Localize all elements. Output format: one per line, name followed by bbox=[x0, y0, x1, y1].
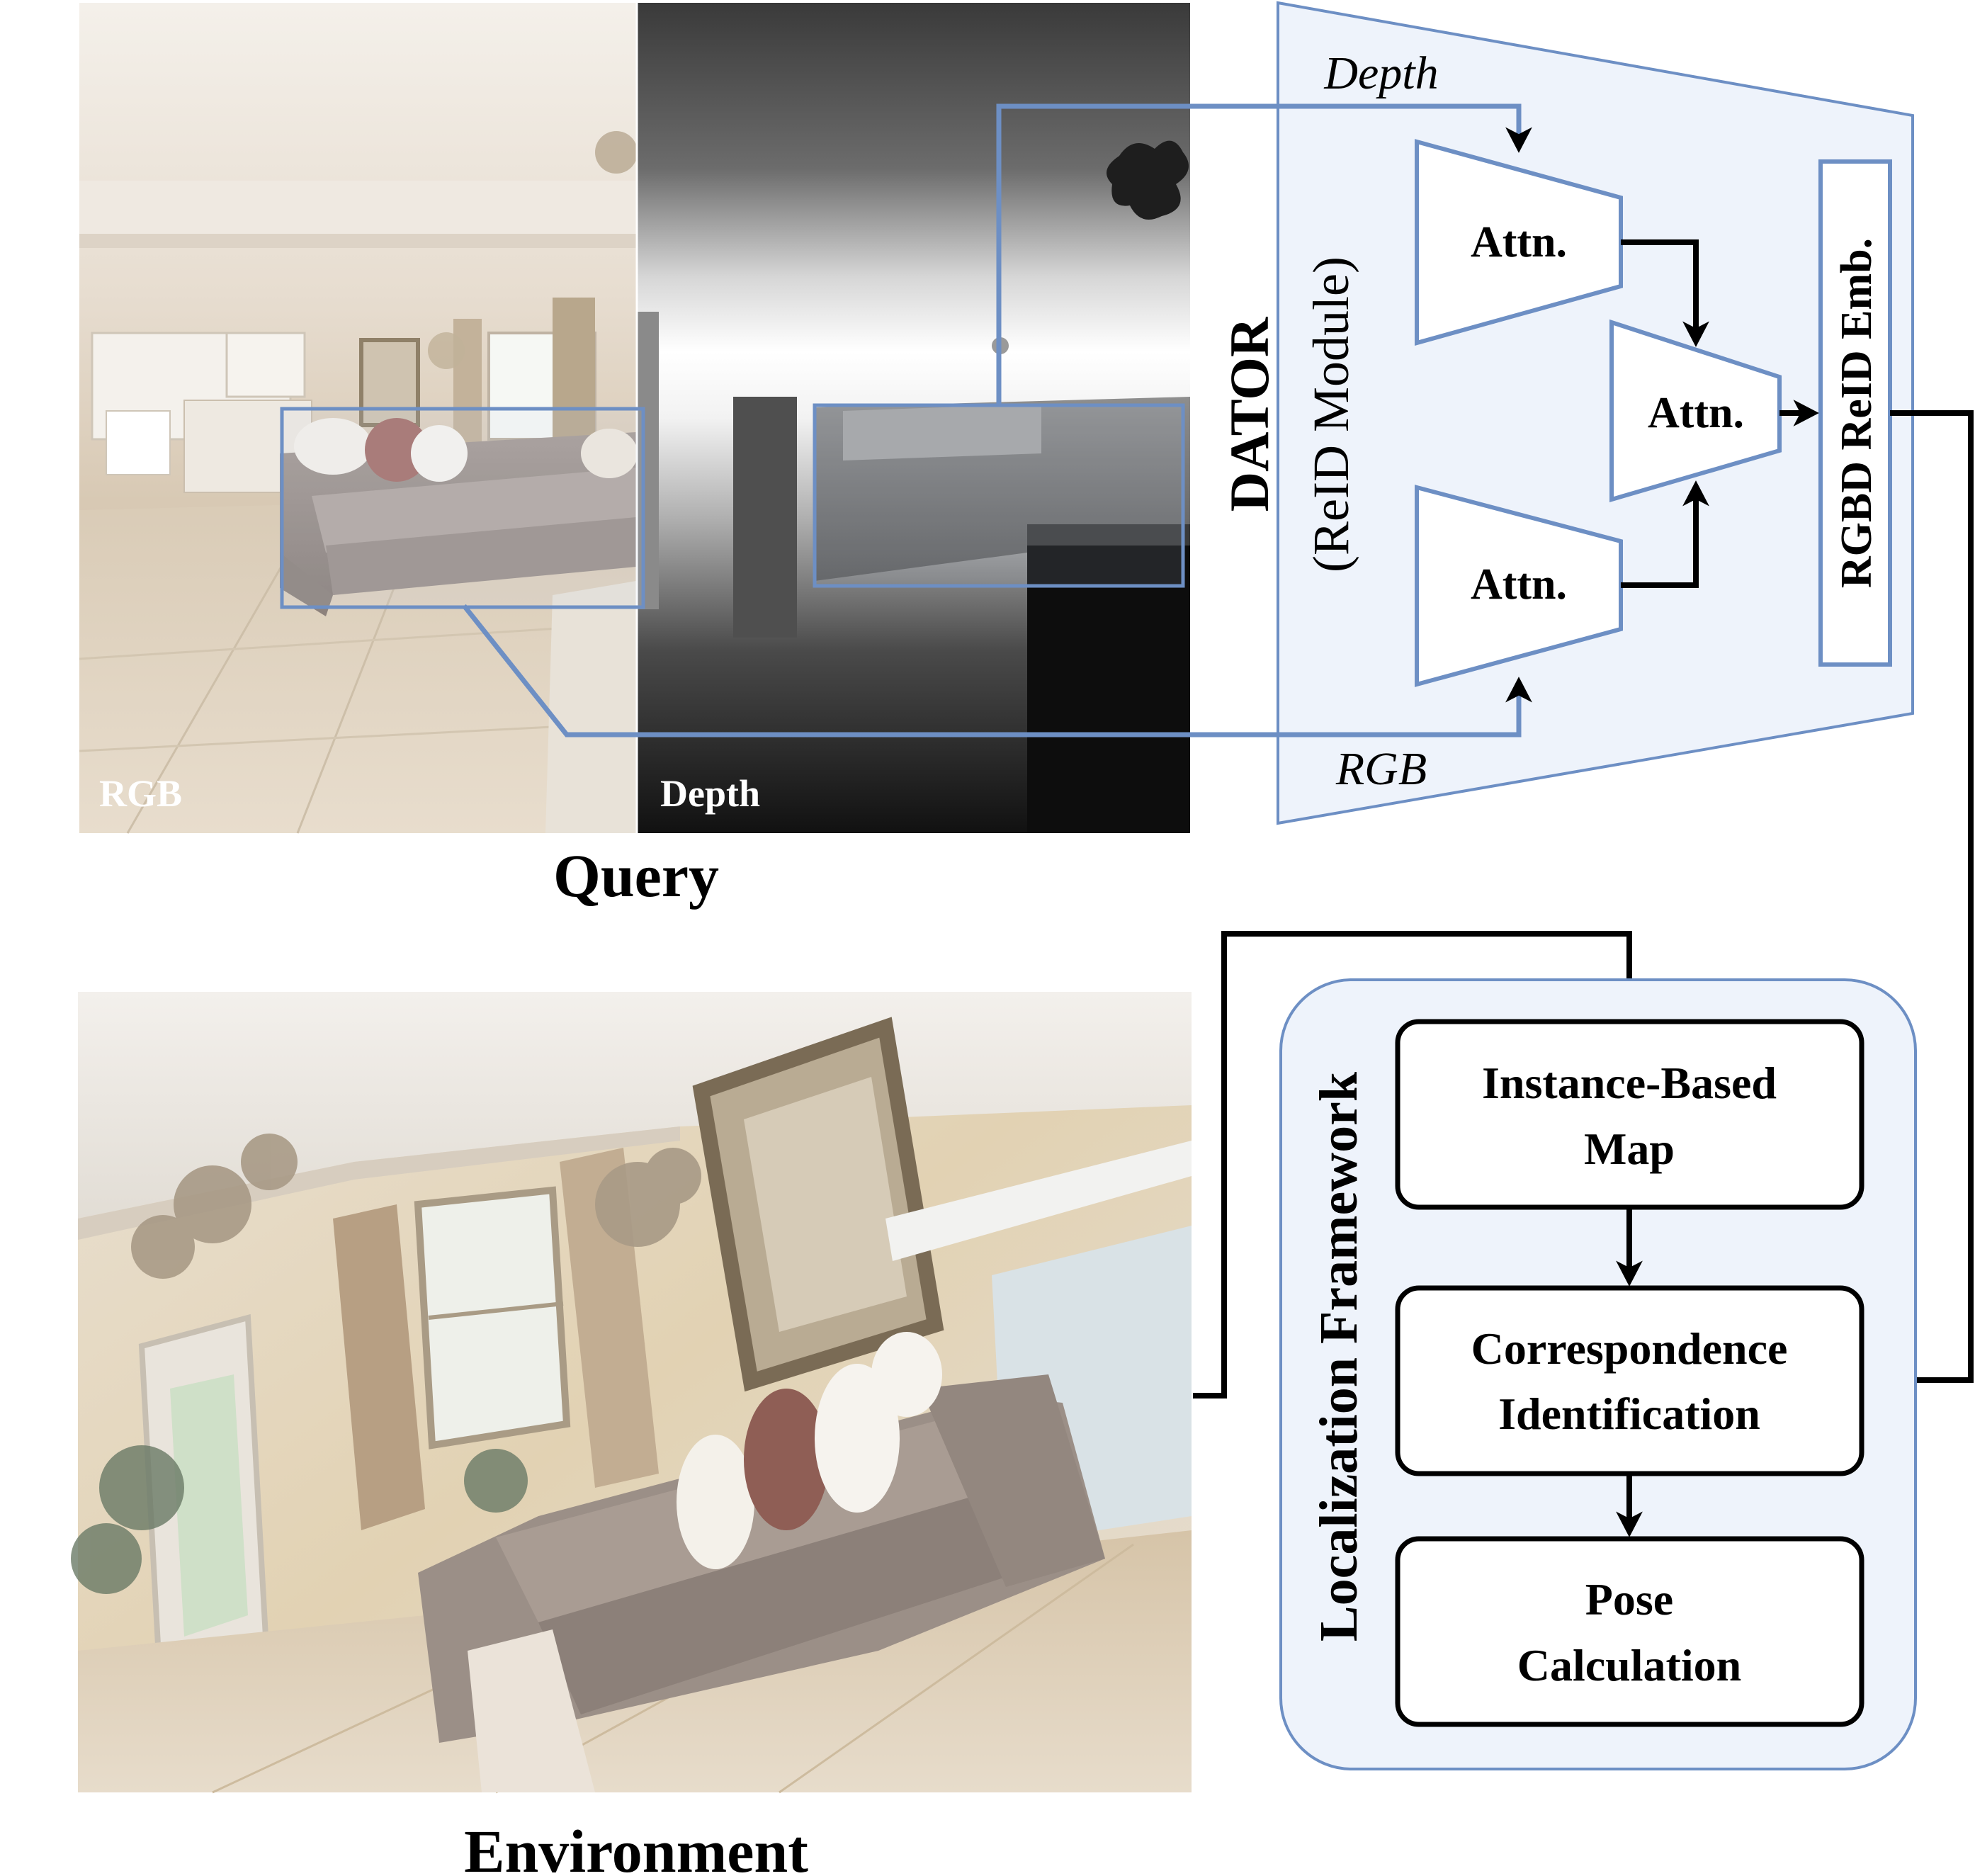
pose-calculation-line2: Calculation bbox=[1517, 1640, 1741, 1690]
attn-fusion-label: Attn. bbox=[1648, 389, 1744, 437]
correspondence-identification-line1: Correspondence bbox=[1471, 1323, 1788, 1374]
pose-calculation-box bbox=[1395, 1536, 1864, 1727]
attn-depth-block bbox=[1415, 139, 1623, 346]
dator-panel bbox=[1277, 1, 1914, 825]
attn-rgb-label: Attn. bbox=[1471, 560, 1567, 609]
attn-depth-to-fusion-arrow bbox=[1621, 239, 1709, 347]
depth-crop-box bbox=[813, 403, 1185, 588]
query-depth-image bbox=[638, 3, 1190, 833]
rgb-input-connector bbox=[462, 604, 1532, 738]
attn-depth-label: Attn. bbox=[1471, 218, 1567, 266]
instance-based-map-line2: Map bbox=[1584, 1124, 1675, 1174]
embedding-to-correspondence-arrow bbox=[1879, 410, 1974, 1394]
instance-based-map-box bbox=[1395, 1019, 1864, 1210]
environment-caption: Environment bbox=[464, 1817, 808, 1876]
pose-calculation-line1: Pose bbox=[1585, 1574, 1673, 1624]
attn-rgb-block bbox=[1415, 485, 1623, 687]
environment-image bbox=[71, 992, 1192, 1794]
dator-subtitle: (ReID Module) bbox=[1303, 256, 1359, 572]
query-caption: Query bbox=[553, 842, 719, 910]
correspondence-identification-line2: Identification bbox=[1498, 1389, 1760, 1439]
dator-title: DATOR bbox=[1218, 316, 1280, 512]
instance-based-map-line1: Instance-Based bbox=[1482, 1058, 1777, 1108]
environment-to-map-arrow bbox=[1193, 931, 1643, 1398]
dator-rgb-input-label: RGB bbox=[1335, 743, 1427, 795]
attn-fusion-block bbox=[1609, 319, 1782, 502]
correspondence-identification-box bbox=[1395, 1285, 1864, 1476]
rgb-crop-box bbox=[280, 407, 645, 609]
depth-input-connector bbox=[996, 103, 1532, 405]
localization-title: Localization Framework bbox=[1309, 1071, 1369, 1642]
attn-rgb-to-fusion-arrow bbox=[1621, 480, 1709, 588]
query-depth-label: Depth bbox=[660, 772, 760, 815]
query-rgb-label: RGB bbox=[99, 772, 182, 815]
dator-depth-input-label: Depth bbox=[1323, 47, 1438, 99]
rgbd-reid-embedding-label: RGBD ReID Emb. bbox=[1833, 238, 1881, 588]
query-rgb-image bbox=[79, 3, 638, 834]
